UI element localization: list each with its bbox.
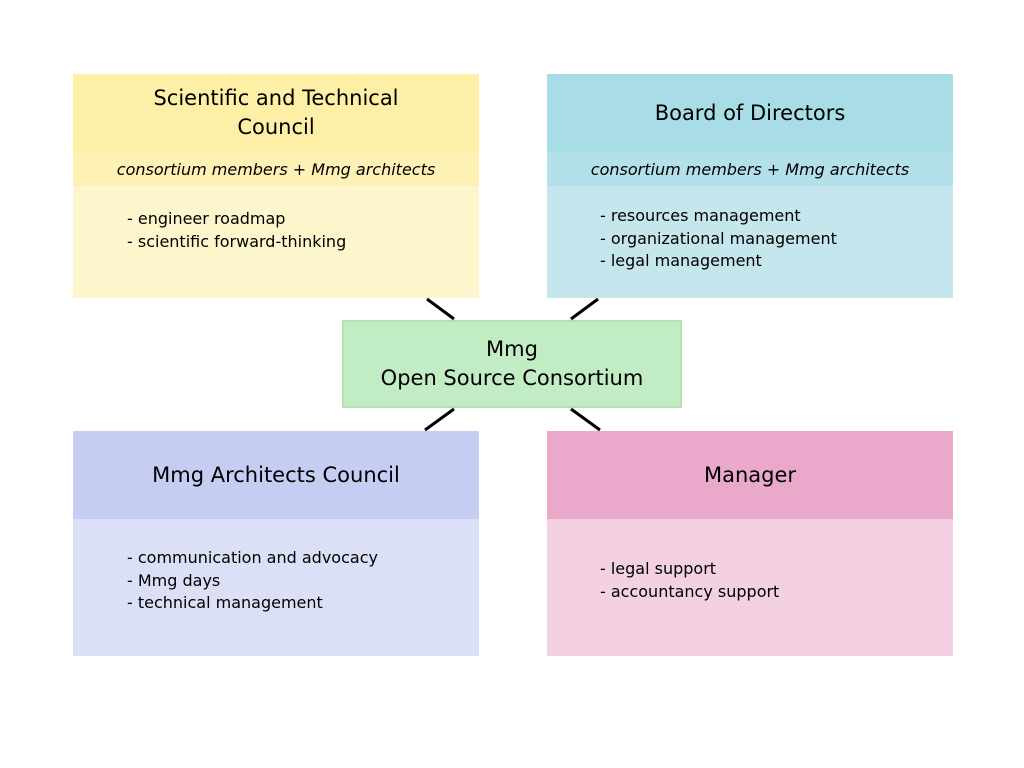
list-item: - legal management: [600, 251, 762, 270]
connector-sci: [426, 297, 455, 321]
architects-council-title: Mmg Architects Council: [73, 431, 479, 519]
board-of-directors-box: Board of Directors consortium members + …: [547, 74, 953, 298]
list-item: - resources management: [600, 206, 801, 225]
connector-arch: [424, 407, 455, 432]
scientific-technical-council-body: - engineer roadmap - scientific forward-…: [73, 186, 479, 298]
board-of-directors-body: - resources management - organizational …: [547, 186, 953, 298]
manager-body: - legal support - accountancy support: [547, 519, 953, 656]
scientific-technical-council-box: Scientific and Technical Council consort…: [73, 74, 479, 298]
scientific-technical-council-title-line1: Scientific and Technical: [153, 86, 399, 110]
list-item: - Mmg days: [127, 570, 221, 590]
list-item: - engineer roadmap: [127, 209, 286, 228]
list-item: - organizational management: [600, 228, 837, 248]
list-item: - scientific forward-thinking: [127, 231, 347, 251]
list-item: - legal support: [600, 559, 717, 578]
architects-council-body: - communication and advocacy - Mmg days …: [73, 519, 479, 656]
scientific-technical-council-title: Scientific and Technical Council: [73, 74, 479, 152]
scientific-technical-council-title-line2: Council: [237, 115, 315, 139]
consortium-name: Mmg: [486, 337, 538, 361]
list-item: - accountancy support: [600, 581, 780, 601]
manager-box: Manager - legal support - accountancy su…: [547, 431, 953, 656]
board-of-directors-title: Board of Directors: [547, 74, 953, 152]
connector-board: [570, 297, 599, 321]
manager-title: Manager: [547, 431, 953, 519]
scientific-technical-council-subtitle: consortium members + Mmg architects: [73, 152, 479, 186]
connector-mgr: [570, 407, 601, 432]
list-item: - communication and advocacy: [127, 548, 378, 567]
consortium-subtitle: Open Source Consortium: [380, 366, 644, 390]
board-of-directors-subtitle: consortium members + Mmg architects: [547, 152, 953, 186]
architects-council-box: Mmg Architects Council - communication a…: [73, 431, 479, 656]
list-item: - technical management: [127, 593, 323, 612]
open-source-consortium-box: Mmg Open Source Consortium: [342, 320, 682, 408]
